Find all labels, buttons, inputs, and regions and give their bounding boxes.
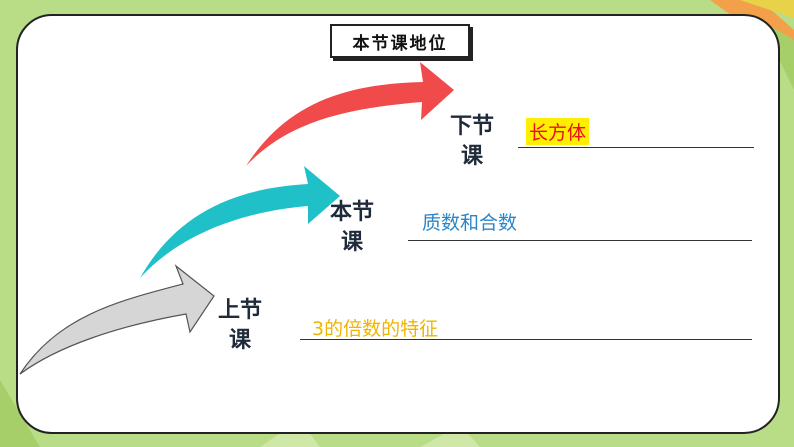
current-lesson-content: 质数和合数 [422,212,518,234]
page-title: 本节课地位 [330,24,470,58]
previous-lesson-label: 上节 课 [214,296,266,356]
current-lesson-label-line2: 课 [340,230,363,255]
previous-lesson-arrow [19,264,215,375]
next-lesson-label-line1: 下节 [449,114,494,139]
previous-lesson-label-line1: 上节 [217,298,262,323]
progression-arrows [19,62,454,375]
current-lesson-label-line1: 本节 [329,200,374,225]
current-lesson-arrow [140,166,340,278]
next-lesson-underline [518,147,754,148]
previous-lesson-label-line2: 课 [228,328,251,353]
previous-lesson-underline [300,339,752,340]
previous-lesson-content: 3的倍数的特征 [312,318,439,340]
content-card: 本节课地位 下节 课 长方体 本节 课 质数和合数 上节 课 3的倍数的特征 [16,14,780,434]
current-lesson-underline [408,240,752,241]
next-lesson-label: 下节 课 [446,112,498,172]
next-lesson-content: 长方体 [526,118,590,145]
next-lesson-arrow [246,62,454,166]
current-lesson-label: 本节 课 [326,198,378,258]
next-lesson-label-line2: 课 [460,144,483,169]
